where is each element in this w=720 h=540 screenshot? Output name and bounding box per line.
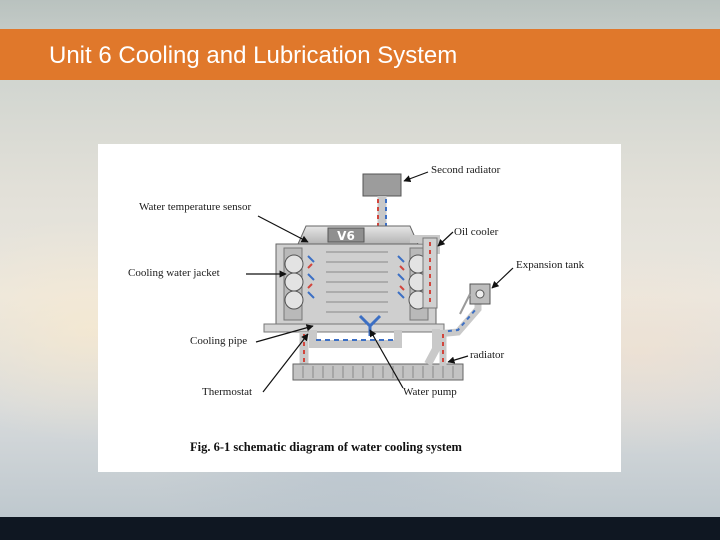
label-second-radiator: Second radiator [431,164,501,176]
figure-caption: Fig. 6-1 schematic diagram of water cool… [190,440,462,454]
label-cooling-water-jacket: Cooling water jacket [128,267,220,279]
slide-title: Unit 6 Cooling and Lubrication System [49,42,458,69]
label-oil-cooler: Oil cooler [454,226,499,238]
label-cooling-pipe: Cooling pipe [190,335,248,347]
second-radiator-shape [362,173,402,197]
label-expansion-tank: Expansion tank [516,259,585,271]
label-radiator: radiator [470,349,505,361]
title-bar: Unit 6 Cooling and Lubrication System [0,29,720,80]
label-water-temperature-sensor: Water temperature sensor [139,201,252,213]
bottom-bar [0,517,720,540]
engine-schematic: V6 [246,171,514,393]
label-water-pump: Water pump [403,386,457,398]
oil-cooler-shape [422,237,438,309]
radiator-shape [292,363,464,381]
v6-badge: V6 [337,229,355,243]
label-thermostat: Thermostat [202,386,253,398]
cooling-system-figure: V6 [98,144,621,472]
